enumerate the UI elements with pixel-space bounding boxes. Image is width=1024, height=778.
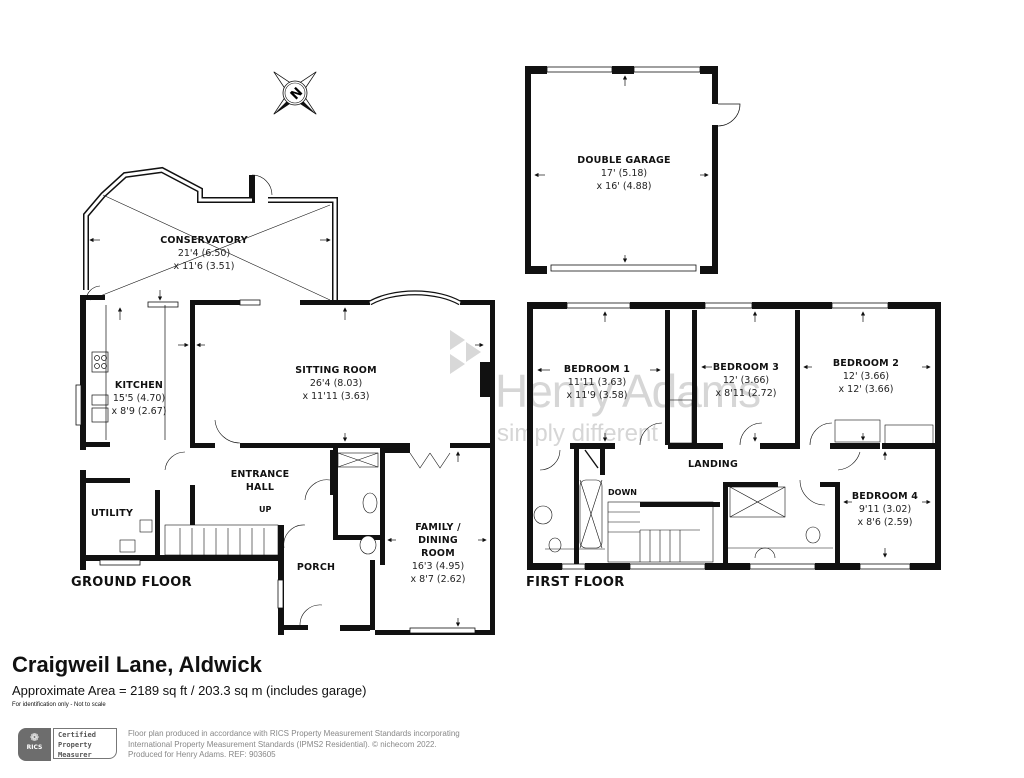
rics-lion-icon: ❁ <box>29 731 40 744</box>
room-name: DOUBLE GARAGE <box>577 155 671 166</box>
room-dimension-width: x 8'11 (2.72) <box>715 388 777 399</box>
badge-line-3: Measurer <box>58 751 92 759</box>
room-sitting-room: SITTING ROOM 26'4 (8.03) x 11'11 (3.63) <box>295 364 376 403</box>
brand-watermark: Henry Adams <box>495 365 761 417</box>
room-bedroom-4: BEDROOM 4 9'11 (3.02) x 8'6 (2.59) <box>852 490 918 529</box>
room-landing: LANDING <box>688 458 738 471</box>
room-name-line3: ROOM <box>421 548 455 559</box>
approximate-area: Approximate Area = 2189 sq ft / 203.3 sq… <box>12 683 367 698</box>
disclaimer: For identification only - Not to scale <box>12 702 106 708</box>
badge-line-2: Property <box>58 741 92 749</box>
room-name-line2: DINING <box>418 535 458 546</box>
badge-line-1: Certified <box>58 731 96 739</box>
room-name: ENTRANCE <box>230 469 290 480</box>
room-dimension-length: 26'4 (8.03) <box>309 378 363 389</box>
property-title: Craigweil Lane, Aldwick <box>12 652 262 677</box>
room-dimension-width: x 12' (3.66) <box>838 384 894 395</box>
room-dimension-width: x 8'9 (2.67) <box>111 406 167 417</box>
credits: Floor plan produced in accordance with R… <box>128 729 460 761</box>
room-kitchen: KITCHEN 15'5 (4.70) x 8'9 (2.67) <box>112 379 167 418</box>
credits-line-1: Floor plan produced in accordance with R… <box>128 729 460 738</box>
ground-floor-label: GROUND FLOOR <box>71 575 192 590</box>
first-floor-label: FIRST FLOOR <box>526 575 625 590</box>
rics-badge: ❁ RICS Certified Property Measurer <box>18 728 119 761</box>
stairs-up-label: UP <box>259 505 272 514</box>
room-bedroom-3: BEDROOM 3 12' (3.66) x 8'11 (2.72) <box>713 361 779 400</box>
north-compass-icon <box>273 71 317 115</box>
room-name: LANDING <box>688 459 738 470</box>
room-name: CONSERVATORY <box>160 235 248 246</box>
room-name: KITCHEN <box>114 380 164 391</box>
room-name: BEDROOM 3 <box>712 362 780 373</box>
room-name: FAMILY / <box>415 522 461 533</box>
room-name-line2: HALL <box>245 482 275 493</box>
room-dimension-width: x 11'6 (3.51) <box>173 261 235 272</box>
room-dimension-width: x 8'6 (2.59) <box>857 517 913 528</box>
room-dimension-length: 16'3 (4.95) <box>411 561 465 572</box>
room-dimension-length: 11'11 (3.63) <box>567 377 627 388</box>
room-name: PORCH <box>296 562 336 573</box>
rics-logo-text: RICS <box>26 744 43 751</box>
room-dimension-width: x 11'9 (3.58) <box>566 390 628 401</box>
room-name: SITTING ROOM <box>295 365 377 376</box>
room-dimension-width: x 16' (4.88) <box>596 181 652 192</box>
room-dimension-length: 12' (3.66) <box>842 371 890 382</box>
watermark-triangles-icon <box>450 330 481 374</box>
room-name: BEDROOM 4 <box>851 491 919 502</box>
stairs-down-label: DOWN <box>608 488 637 497</box>
room-double-garage: DOUBLE GARAGE 17' (5.18) x 16' (4.88) <box>577 154 670 193</box>
room-dimension-width: x 11'11 (3.63) <box>302 391 370 402</box>
room-conservatory: CONSERVATORY 21'4 (6.50) x 11'6 (3.51) <box>160 234 248 273</box>
room-family-dining: FAMILY / DINING ROOM 16'3 (4.95) x 8'7 (… <box>411 521 466 586</box>
room-bedroom-1: BEDROOM 1 11'11 (3.63) x 11'9 (3.58) <box>564 363 630 402</box>
room-dimension-length: 17' (5.18) <box>600 168 648 179</box>
room-dimension-length: 9'11 (3.02) <box>858 504 912 515</box>
room-dimension-length: 21'4 (6.50) <box>177 248 231 259</box>
room-porch: PORCH <box>297 561 335 574</box>
certified-measurer-box: Certified Property Measurer <box>53 728 117 759</box>
room-name: UTILITY <box>90 508 134 519</box>
credits-line-3: Produced for Henry Adams. REF: 903605 <box>128 750 276 759</box>
room-dimension-length: 12' (3.66) <box>722 375 770 386</box>
room-entrance-hall: ENTRANCE HALL <box>231 468 290 494</box>
room-name: BEDROOM 1 <box>563 364 631 375</box>
room-name: BEDROOM 2 <box>832 358 900 369</box>
rics-logo-icon: ❁ RICS <box>18 728 51 761</box>
room-utility: UTILITY <box>91 507 133 520</box>
credits-line-2: International Property Measurement Stand… <box>128 739 437 749</box>
room-bedroom-2: BEDROOM 2 12' (3.66) x 12' (3.66) <box>833 357 899 396</box>
room-dimension-length: 15'5 (4.70) <box>112 393 166 404</box>
brand-tagline-watermark: simply different <box>497 420 658 447</box>
room-dimension-width: x 8'7 (2.62) <box>410 574 466 585</box>
